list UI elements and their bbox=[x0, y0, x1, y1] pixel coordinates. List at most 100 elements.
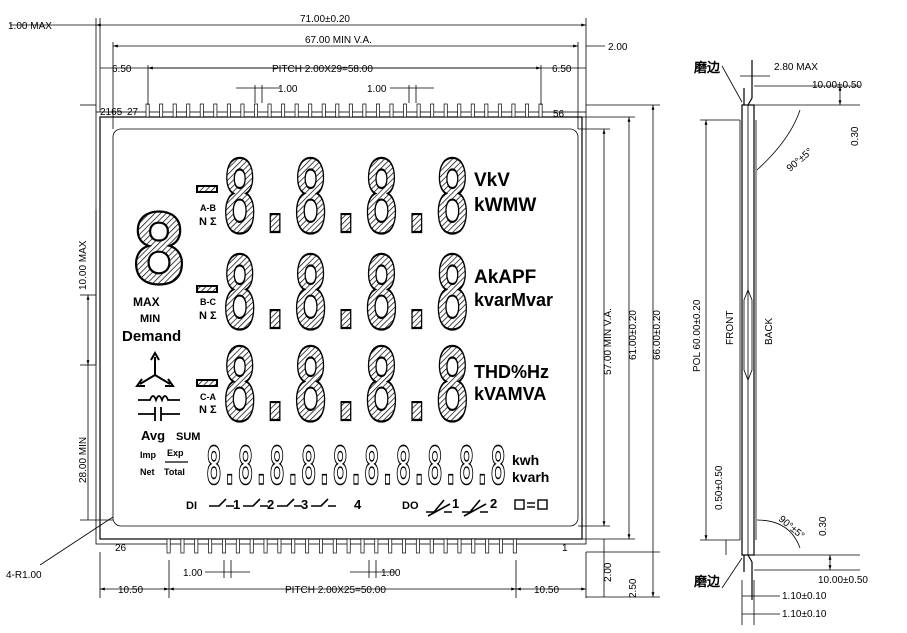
dim-top-pin-pitch-b: 1.00 bbox=[367, 84, 387, 95]
di-item-2: 2 bbox=[267, 497, 274, 512]
minus-row1 bbox=[196, 185, 218, 193]
units-row1-a: VkV bbox=[474, 170, 510, 191]
bottom-pin-row bbox=[166, 538, 517, 554]
pin bbox=[374, 538, 379, 554]
pin bbox=[199, 103, 204, 118]
pin bbox=[194, 538, 199, 554]
pin bbox=[240, 103, 245, 118]
pin bbox=[186, 103, 191, 118]
pin-label-2165: 2165 bbox=[100, 107, 123, 118]
label-exp: Exp bbox=[167, 448, 184, 458]
pin bbox=[389, 103, 394, 118]
dim-overall-height: 66.00±0.20 bbox=[652, 310, 663, 360]
dimension-lines bbox=[10, 18, 660, 598]
dim-bottom-pin-pitch-b: 1.00 bbox=[381, 568, 401, 579]
pin bbox=[281, 103, 286, 118]
side-pin-length-top: 10.00±0.50 bbox=[812, 80, 862, 91]
front-view bbox=[95, 103, 587, 554]
communication-icon bbox=[514, 499, 548, 510]
dim-corner-radius: 4-R1.00 bbox=[6, 570, 42, 581]
pin bbox=[360, 538, 365, 554]
pin bbox=[512, 538, 517, 554]
pin bbox=[484, 103, 489, 118]
dim-overall-width: 71.00±0.20 bbox=[300, 14, 350, 25]
pin bbox=[499, 538, 503, 554]
pin bbox=[443, 538, 448, 554]
di-item-3: 3 bbox=[301, 497, 308, 512]
pin bbox=[348, 103, 353, 118]
pin bbox=[226, 103, 231, 118]
pin bbox=[429, 538, 434, 554]
side-digit: 8 bbox=[130, 194, 188, 306]
pin bbox=[208, 538, 213, 554]
dim-bottom-gap-b: 2.50 bbox=[628, 578, 639, 598]
do-item-2: 2 bbox=[490, 496, 497, 511]
viewing-area bbox=[112, 128, 579, 527]
pin-label-26: 26 bbox=[115, 543, 127, 554]
pin bbox=[263, 538, 268, 554]
side-bottom-w1: 1.10±0.10 bbox=[782, 591, 827, 602]
pin bbox=[294, 103, 299, 118]
pin bbox=[267, 103, 272, 118]
side-pin-thick-top: 0.30 bbox=[850, 126, 861, 146]
dim-bottom-offset-left: 10.50 bbox=[118, 585, 143, 596]
pin bbox=[485, 538, 490, 554]
do-item-1: 1 bbox=[452, 496, 459, 511]
dim-top-pin-pitch-a: 1.00 bbox=[278, 84, 298, 95]
front-back-arrow bbox=[743, 288, 753, 382]
pin bbox=[308, 103, 313, 118]
pin bbox=[538, 103, 543, 118]
side-angle-top: 90°±5° bbox=[785, 146, 815, 174]
pin bbox=[511, 103, 516, 118]
pin bbox=[457, 538, 462, 554]
pin bbox=[166, 538, 171, 554]
side-back: BACK bbox=[764, 317, 775, 345]
side-pin-thick-bottom: 0.30 bbox=[818, 516, 829, 536]
pin-label-27: 27 bbox=[127, 107, 139, 118]
big-digits-row2: 8.8.8.8 bbox=[222, 235, 470, 352]
glass-outline bbox=[99, 116, 583, 540]
side-edge-label-bottom: 磨边 bbox=[694, 574, 721, 590]
dim-top-offset-right: 6.50 bbox=[552, 64, 572, 75]
pin bbox=[388, 538, 393, 554]
side-edge-label-top: 磨边 bbox=[694, 60, 721, 76]
di-switch-icons bbox=[209, 498, 336, 507]
pin bbox=[335, 103, 340, 118]
inductor-icon bbox=[138, 395, 180, 403]
pin bbox=[180, 538, 185, 554]
side-offset: 0.50±0.50 bbox=[714, 465, 725, 510]
phase-c-a: C-A bbox=[200, 392, 216, 402]
dim-max-left: 1.00 MAX bbox=[8, 21, 52, 32]
dim-bottom-pitch: PITCH 2.00X25=50.00 bbox=[285, 585, 386, 596]
label-net: Net bbox=[140, 467, 155, 477]
pin bbox=[145, 103, 150, 118]
unit-kvarh: kvarh bbox=[512, 469, 549, 485]
pin-label-56: 56 bbox=[553, 109, 565, 120]
pin bbox=[305, 538, 310, 554]
label-total: Total bbox=[164, 467, 185, 477]
minus-row3 bbox=[196, 379, 218, 387]
pin bbox=[346, 538, 351, 554]
dim-min-va-width: 67.00 MIN V.A. bbox=[305, 35, 372, 46]
pin-label-1: 1 bbox=[562, 543, 568, 554]
dim-top-offset-left: 6.50 bbox=[112, 64, 132, 75]
dim-glass-height: 61.00±0.20 bbox=[628, 310, 639, 360]
side-front: FRONT bbox=[725, 311, 736, 345]
pin bbox=[319, 538, 323, 554]
pin bbox=[222, 538, 226, 554]
pin bbox=[291, 538, 296, 554]
pin bbox=[416, 103, 421, 118]
pin bbox=[471, 538, 476, 554]
dim-va-height: 57.00 MIN V.A. bbox=[603, 308, 614, 375]
side-pol: POL 60.00±0.20 bbox=[692, 299, 703, 372]
do-switch-icons bbox=[426, 499, 488, 517]
side-view bbox=[700, 60, 860, 625]
phase-b-c: B-C bbox=[200, 297, 216, 307]
side-pin-length-bottom: 10.00±0.50 bbox=[818, 575, 868, 586]
di-item-1: 1 bbox=[233, 497, 240, 512]
units-row3-a: THD%Hz bbox=[474, 362, 549, 382]
pin bbox=[470, 103, 475, 118]
pin bbox=[362, 103, 367, 118]
pin bbox=[415, 538, 420, 554]
